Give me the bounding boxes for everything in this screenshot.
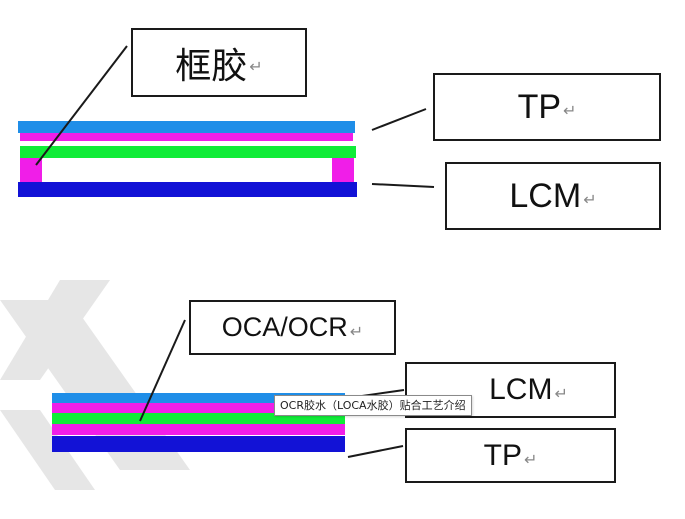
tp-label-top: TP [517,87,562,126]
full-lamination-stack [52,393,345,452]
frame-glue-stack [18,121,357,197]
lcm-label-box-top: LCM↵ [445,162,661,230]
image-title-tooltip: OCR胶水（LOCA水胶）贴合工艺介绍 [274,395,472,416]
leader-oca [139,319,186,422]
oca-layer [52,413,345,424]
lcm-label-top: LCM [509,176,582,215]
bottom-navy-layer [52,436,345,452]
watermark-mark [0,280,190,490]
watermark-stroke [0,280,110,380]
paragraph-mark-icon: ↵ [554,386,568,403]
leader-tp-top [371,108,427,131]
tp-adhesive-layer [20,133,353,141]
paragraph-mark-icon: ↵ [249,58,263,76]
paragraph-mark-icon: ↵ [349,323,364,341]
oca-ocr-label: OCA/OCR [221,312,348,342]
watermark-stroke [0,410,95,490]
frame-glue-label-box: 框胶↵ [131,28,307,97]
tp-label-box-top: TP↵ [433,73,661,141]
leader-frame-glue [35,45,128,166]
leader-lcm-top [371,183,435,188]
paragraph-mark-icon: ↵ [583,192,597,209]
adhesive-layer-1 [52,403,345,413]
polarizer-layer [20,146,356,158]
leader-lines [35,45,435,458]
frame-glue-label: 框胶 [175,44,248,86]
lcm-label-bottom: LCM [489,373,553,406]
top-blue-layer [52,393,345,403]
frame-glue-right [332,158,354,182]
lcm-layer [18,182,357,197]
adhesive-layer-2 [52,424,345,435]
leader-tp-bottom [347,445,404,458]
paragraph-mark-icon: ↵ [523,451,538,469]
tp-label-bottom: TP [483,438,522,472]
paragraph-mark-icon: ↵ [563,103,577,120]
tp-layer [18,121,355,133]
oca-ocr-label-box: OCA/OCR↵ [189,300,396,355]
tp-label-box-bottom: TP↵ [405,428,616,483]
